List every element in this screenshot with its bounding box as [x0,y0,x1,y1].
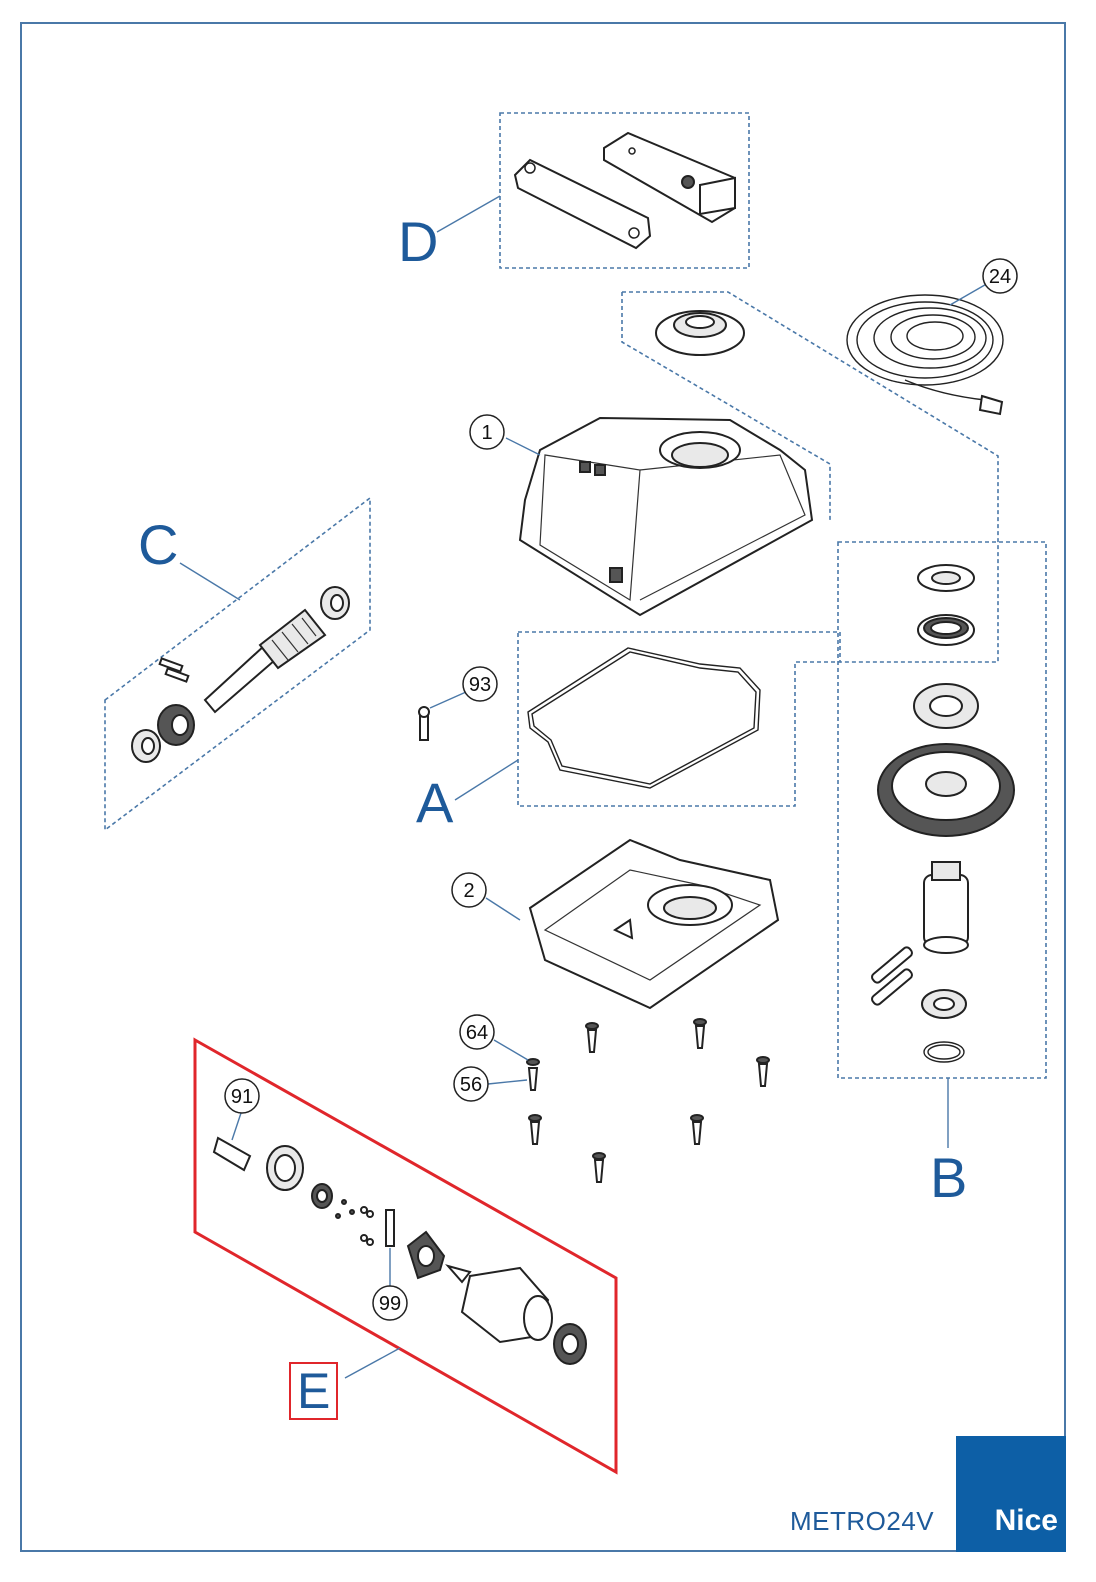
group-b-outline [837,541,1047,1079]
svg-text:64: 64 [466,1022,488,1044]
svg-text:1: 1 [481,422,492,444]
keys-c [158,657,190,683]
svg-text:99: 99 [379,1293,401,1315]
svg-text:56: 56 [460,1074,482,1096]
callout-93: 93 [462,666,498,702]
circlip-b [923,1041,965,1063]
limit-bracket-long [513,158,652,250]
svg-text:24: 24 [989,266,1011,288]
flange-e [406,1230,446,1280]
callout-24: 24 [982,258,1018,294]
drawing-frame [20,22,1066,1552]
screw-f [690,1114,704,1145]
group-d-outline [499,112,750,269]
bearing-b3 [913,683,979,729]
lower-housing [485,838,780,1010]
brand-logo: Nice [956,1436,1066,1552]
model-name: METRO24V [790,1506,935,1536]
group-label-e: E [289,1362,339,1420]
group-a [454,631,841,807]
bearing-c-left [131,729,161,763]
group-e [193,1037,618,1475]
motor-e [445,1264,553,1344]
bearing-c-right [320,586,350,620]
worm-shaft [203,608,327,714]
group-a-outline [517,631,841,807]
group-label-d: D [398,210,439,273]
group-b [837,541,1047,1148]
cover-seal [655,310,745,356]
svg-text:2: 2 [463,880,474,902]
screws-56-64 [487,1018,770,1183]
group-e-leader [344,1347,401,1379]
group-d [436,112,750,269]
motor-shaft-91 [212,1109,252,1172]
callout-56: 56 [453,1066,489,1102]
callout-64: 64 [459,1014,495,1050]
callout-99: 99 [372,1285,408,1321]
power-cable [846,281,1004,416]
group-e-outline [193,1037,618,1475]
group-a-leader [454,759,519,801]
brush-holder-e [266,1145,304,1191]
group-c-outline [104,496,371,832]
screw-g [592,1152,606,1183]
svg-text:91: 91 [231,1086,253,1108]
washer-b1 [917,564,975,592]
seal-b2 [917,614,975,646]
pin-99 [385,1209,395,1290]
group-d-leader [436,195,501,233]
group-b-upper-link [622,291,999,663]
screw-93 [418,691,467,741]
gear-b [877,743,1015,837]
limit-bracket-short [603,131,736,224]
motor-bearing-e [553,1323,587,1365]
group-label-c: C [138,513,179,576]
callout-91: 91 [224,1078,260,1114]
group-c [104,496,371,832]
screw-a [585,1022,599,1053]
small-parts-e [335,1199,374,1246]
bearing-b4 [921,989,967,1019]
ring-e [311,1183,333,1209]
screw-b [693,1018,707,1049]
group-c-leader [179,562,241,601]
screw-d [526,1058,540,1091]
brand-name: Nice [994,1504,1058,1537]
screw-c [756,1056,770,1087]
pinion-shaft-b [923,861,969,954]
group-label-b: B [930,1146,968,1209]
keys-b [871,946,913,1006]
gasket [527,647,761,789]
screw-e [528,1114,542,1145]
upper-housing [505,416,814,617]
group-label-a: A [416,771,454,834]
group-b-cover-link [621,292,831,522]
worm-gear-c [157,704,195,746]
callout-2: 2 [451,872,487,908]
svg-text:93: 93 [469,674,491,696]
callout-1: 1 [469,414,505,450]
